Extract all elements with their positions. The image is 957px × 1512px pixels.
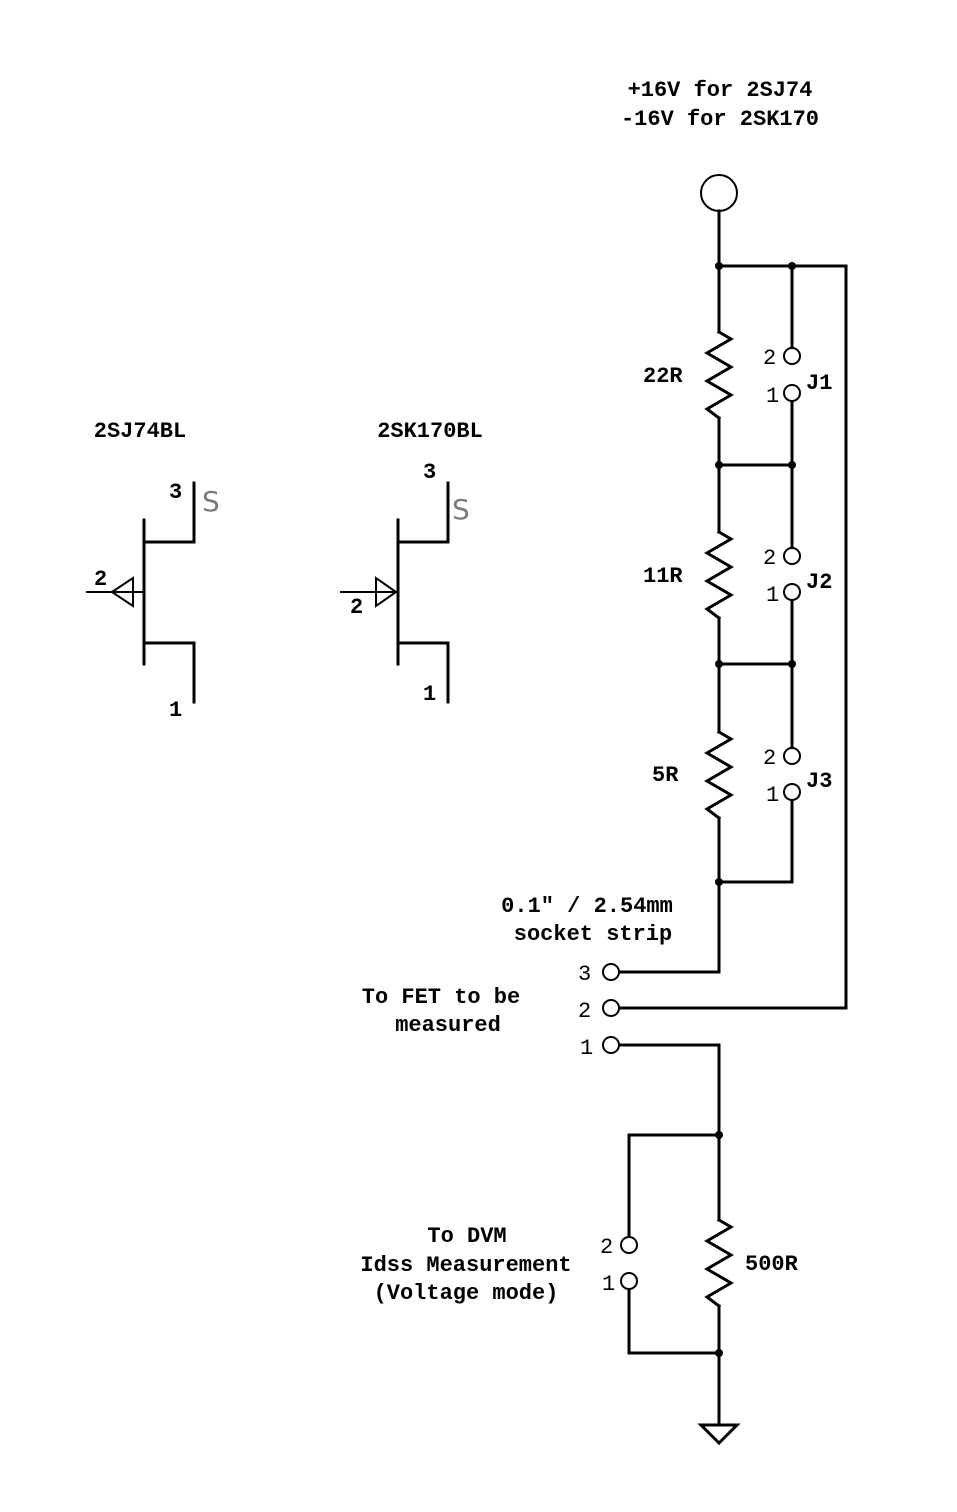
wires: [617, 209, 848, 1427]
transistor-2sj74bl-pin3: 3: [169, 480, 182, 505]
transistor-2sj74bl: 2SJ74BL 3 2 1 S: [86, 419, 220, 723]
junction-dots: [715, 262, 796, 1357]
dvm-label-line1: To DVM: [427, 1224, 506, 1249]
supply-label-line2: -16V for 2SK170: [621, 107, 819, 132]
jumper-j1-pin1: 1: [766, 384, 779, 409]
supply-terminal: [700, 174, 738, 212]
transistor-2sk170bl: 2SK170BL 3 2 1 S: [340, 419, 483, 707]
resistor-22r: [704, 329, 734, 421]
supply-label-line1: +16V for 2SJ74: [628, 78, 813, 103]
jumper-j3: 2 1 J3: [763, 746, 832, 808]
dvm-pin1: 1: [602, 1272, 615, 1297]
ground-symbol: [697, 1423, 741, 1446]
jumper-j1-pin2: 2: [763, 346, 776, 371]
jumper-j1-label: J1: [806, 371, 832, 396]
dvm-pin2: 2: [600, 1235, 613, 1260]
socket-pin-3: 3: [578, 962, 591, 987]
socket-pin-2: 2: [578, 999, 591, 1024]
transistor-2sj74bl-source-mark: S: [202, 485, 220, 518]
socket-strip: 3 2 1: [578, 962, 620, 1061]
transistor-2sk170bl-pin3: 3: [423, 460, 436, 485]
jumper-j2-label: J2: [806, 570, 832, 595]
jumper-j1: 2 1 J1: [763, 346, 832, 409]
jumper-j2: 2 1 J2: [763, 546, 832, 608]
socket-label-line1: 0.1" / 2.54mm: [501, 894, 673, 919]
fet-label-line2: measured: [395, 1013, 501, 1038]
dvm-label-line3: (Voltage mode): [374, 1281, 559, 1306]
resistor-11r-label: 11R: [643, 564, 683, 589]
transistor-2sk170bl-source-mark: S: [452, 493, 470, 526]
fet-label-line1: To FET to be: [362, 985, 520, 1010]
resistor-500r: [704, 1217, 734, 1309]
transistor-2sk170bl-name: 2SK170BL: [377, 419, 483, 444]
resistor-11r: [704, 529, 734, 621]
jumper-j3-pin2: 2: [763, 746, 776, 771]
transistor-2sj74bl-pin2: 2: [94, 567, 107, 592]
jumper-j2-pin2: 2: [763, 546, 776, 571]
transistor-2sk170bl-pin1: 1: [423, 682, 436, 707]
transistor-2sj74bl-name: 2SJ74BL: [94, 419, 186, 444]
resistor-5r: [704, 729, 734, 821]
socket-pin-1: 1: [580, 1036, 593, 1061]
jumper-j3-label: J3: [806, 769, 832, 794]
dvm-label-line2: Idss Measurement: [360, 1253, 571, 1278]
dvm-connector: 2 1: [600, 1235, 638, 1297]
socket-label-line2: socket strip: [514, 922, 672, 947]
resistor-22r-label: 22R: [643, 364, 683, 389]
resistor-5r-label: 5R: [652, 763, 679, 788]
jumper-j2-pin1: 1: [766, 583, 779, 608]
transistor-2sk170bl-pin2: 2: [350, 595, 363, 620]
jumper-j3-pin1: 1: [766, 783, 779, 808]
resistor-500r-label: 500R: [745, 1252, 799, 1277]
transistor-2sj74bl-pin1: 1: [169, 698, 182, 723]
